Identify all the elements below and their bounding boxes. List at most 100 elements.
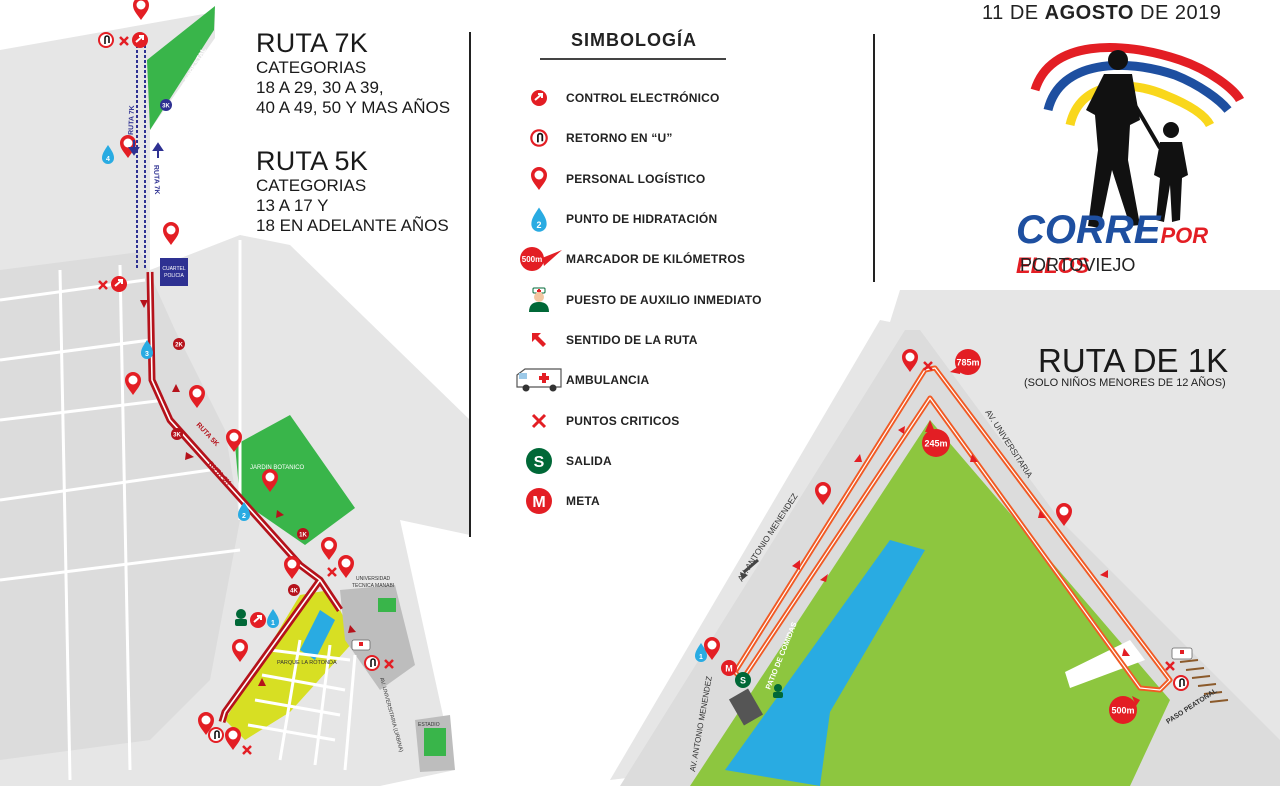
- svg-text:2K: 2K: [175, 343, 183, 349]
- jardin-botanico-label: JARDIN BOTANICO: [250, 465, 305, 471]
- rotonda-pond: [300, 610, 335, 660]
- event-date-month: AGOSTO: [1044, 2, 1134, 24]
- estadio-field: [424, 728, 446, 756]
- svg-text:1: 1: [271, 620, 275, 627]
- event-logo: [1030, 43, 1245, 228]
- svg-text:245m: 245m: [924, 439, 947, 449]
- event-city: PORTOVIEJO: [1020, 255, 1136, 275]
- svg-text:3: 3: [145, 351, 149, 358]
- svg-text:2: 2: [537, 220, 542, 230]
- hydration-point-4: 4: [102, 145, 114, 164]
- svg-text:500m: 500m: [1111, 706, 1134, 716]
- universidad-label-2: TECNICA MANABI: [352, 583, 394, 589]
- legend-label: PUNTOS CRITICOS: [566, 413, 680, 428]
- svg-text:M: M: [532, 494, 545, 511]
- legend-label: AMBULANCIA: [566, 373, 650, 388]
- svg-text:S: S: [534, 454, 545, 471]
- legend: CONTROL ELECTRÓNICO RETORNO EN “U” PERSO…: [512, 78, 812, 521]
- cuartel-label-1: CUARTEL: [162, 266, 185, 272]
- legend-item: PUESTO DE AUXILIO INMEDIATO: [512, 279, 812, 319]
- legend-label: PERSONAL LOGÍSTICO: [566, 171, 706, 186]
- route-5k-categories-line2: 18 EN ADELANTE AÑOS: [256, 216, 449, 235]
- hydration-point-3: 3: [141, 340, 153, 359]
- km-marker-4k: 4K: [288, 584, 300, 596]
- route-7k-title: RUTA 7K: [256, 28, 368, 58]
- legend-label: SENTIDO DE LA RUTA: [566, 332, 698, 347]
- legend-label: CONTROL ELECTRÓNICO: [566, 91, 720, 106]
- critical-point-icon: [512, 404, 566, 438]
- event-date-day: 11 DE: [982, 2, 1039, 24]
- hydration-point-right: 1: [695, 643, 707, 662]
- divider-right: [873, 34, 875, 282]
- km-marker-icon: 500m: [512, 242, 566, 276]
- km-marker-3k: 3K: [171, 428, 183, 440]
- km-marker-785m: 785m: [950, 349, 981, 375]
- legend-title: SIMBOLOGÍA: [571, 30, 697, 50]
- start-icon: S: [512, 444, 566, 478]
- event-date: 11 DE AGOSTO DE 2019: [982, 2, 1221, 25]
- runner-silhouette-icon: [1086, 50, 1188, 228]
- right-pond: [725, 540, 925, 786]
- km-marker-1k: 1K: [297, 528, 309, 540]
- first-aid-left: [235, 609, 247, 626]
- paso-peatonal-stripes: [1179, 659, 1229, 703]
- route-1k-arrows: [792, 426, 1130, 656]
- route-5k-categories-label: CATEGORIAS: [256, 176, 367, 195]
- legend-item: AMBULANCIA: [512, 360, 812, 400]
- svg-text:2: 2: [242, 513, 246, 520]
- u-turn-icon: [512, 121, 566, 155]
- u-turns-right: [1172, 674, 1190, 692]
- ambulance-icon: [512, 363, 566, 397]
- km-marker-2k: 2K: [173, 338, 185, 350]
- svg-text:785m: 785m: [956, 358, 979, 368]
- svg-text:4: 4: [106, 156, 110, 163]
- legend-item: PERSONAL LOGÍSTICO: [512, 159, 812, 199]
- street-grid: [0, 240, 357, 781]
- legend-item: 500m MARCADOR DE KILÓMETROS: [512, 239, 812, 279]
- hydration-point-2: 2: [238, 502, 250, 521]
- legend-label: PUNTO DE HIDRATACIÓN: [566, 212, 718, 227]
- right-map: AV. ANTONIO MENENDEZ AV. ANTONIO MENENDE…: [610, 290, 1280, 786]
- hydration-point-1: 1: [267, 609, 279, 628]
- legend-title-rule: [540, 58, 726, 60]
- legend-label: MARCADOR DE KILÓMETROS: [566, 252, 746, 267]
- logistics-staff-icon: [512, 162, 566, 196]
- ambulance-right: [1171, 647, 1193, 660]
- route-5k-categories-line1: 13 A 17 Y: [256, 196, 329, 215]
- legend-item: S SALIDA: [512, 441, 812, 481]
- finish-point-right: M: [721, 660, 737, 676]
- km-marker-3k-top: 3K: [160, 99, 172, 111]
- legend-item: M META: [512, 481, 812, 521]
- route-5k-arrows: [140, 300, 356, 686]
- universidad-label-1: UNIVERSIDAD: [356, 576, 391, 582]
- legend-label: SALIDA: [566, 453, 612, 468]
- brand-part1: CORRE: [1016, 208, 1161, 252]
- antonio-menendez-arrow: [740, 558, 759, 580]
- route-7k-categories-line2: 40 A 49, 50 Y MAS AÑOS: [256, 98, 451, 117]
- legend-item: SENTIDO DE LA RUTA: [512, 320, 812, 360]
- cuartel-policia: [160, 258, 188, 286]
- svg-text:1: 1: [699, 654, 703, 661]
- svg-text:M: M: [725, 664, 733, 674]
- legend-label: PUESTO DE AUXILIO INMEDIATO: [566, 292, 762, 307]
- legend-item: RETORNO EN “U”: [512, 118, 812, 158]
- event-date-year: DE 2019: [1140, 2, 1222, 24]
- legend-label: RETORNO EN “U”: [566, 131, 673, 146]
- svg-text:1K: 1K: [299, 533, 307, 539]
- svg-text:3K: 3K: [173, 433, 181, 439]
- finish-icon: M: [512, 484, 566, 518]
- route-1k-centerline: [734, 367, 1171, 691]
- svg-text:4K: 4K: [290, 589, 298, 595]
- route-7k-categories-line1: 18 A 29, 30 A 39,: [256, 78, 384, 97]
- first-aid-icon: [512, 283, 566, 317]
- legend-label: META: [566, 494, 600, 509]
- hydration-point-icon: 2: [512, 202, 566, 236]
- ruta-7k-label-down: RUTA 7K: [128, 105, 136, 135]
- route-7k-arrows: [128, 140, 164, 158]
- route-5k-title: RUTA 5K: [256, 146, 368, 176]
- ambulance-left: [351, 639, 371, 651]
- start-point-right: S: [735, 672, 751, 688]
- cuartel-label-2: POLICIA: [164, 273, 184, 279]
- electronic-control-icon: [512, 81, 566, 115]
